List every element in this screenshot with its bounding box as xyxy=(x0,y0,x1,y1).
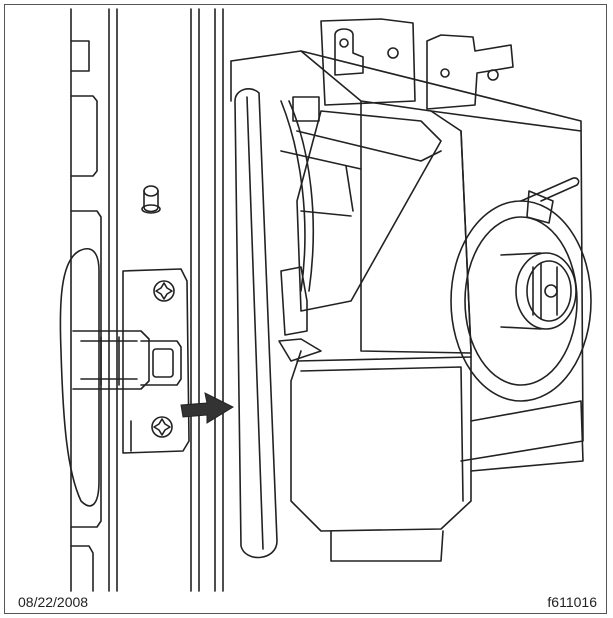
connector xyxy=(278,266,322,362)
blower-motor xyxy=(450,200,592,402)
date-label: 08/22/2008 xyxy=(18,594,89,610)
wire-harness xyxy=(280,96,580,292)
stud xyxy=(141,185,161,214)
blower-housing xyxy=(230,50,584,562)
figure-id-label: f611016 xyxy=(547,594,597,610)
hinge-plate xyxy=(72,268,190,454)
mounting-bracket xyxy=(320,18,514,110)
oval-slot xyxy=(59,247,100,507)
torx-screw-icon xyxy=(153,280,175,302)
arrow-right-icon xyxy=(180,392,235,424)
door-frame-rails xyxy=(70,8,224,592)
seal-strip xyxy=(234,88,278,559)
torx-screw-icon xyxy=(151,416,173,438)
housing-base xyxy=(470,400,584,472)
inner-panel xyxy=(296,110,442,312)
illustration-frame xyxy=(4,4,607,614)
technical-illustration xyxy=(59,8,592,592)
